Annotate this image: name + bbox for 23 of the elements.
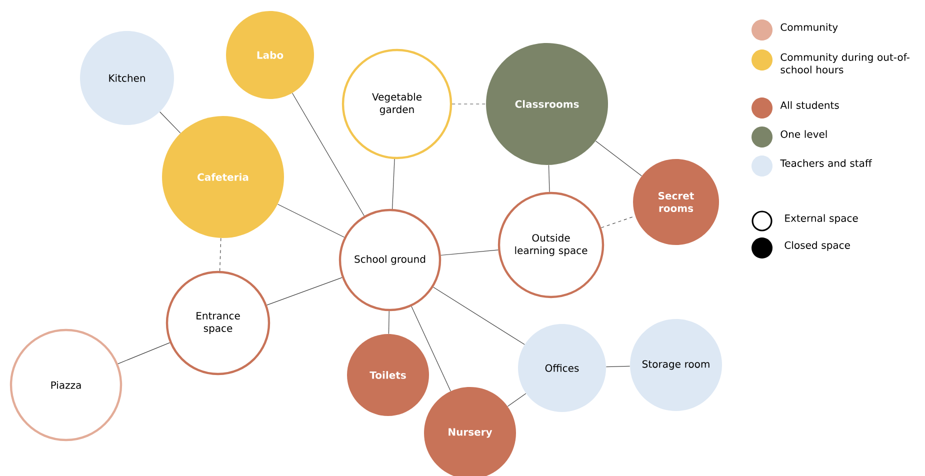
connector-line: [278, 204, 345, 238]
connector-line: [606, 366, 630, 368]
connector-line: [411, 306, 451, 392]
connector-line: [507, 393, 526, 407]
connector-line: [432, 286, 525, 345]
connector-line: [388, 310, 390, 334]
legend-label: Community during out-of-school hours: [780, 53, 910, 74]
connector-line: [118, 342, 170, 364]
legend-label: One level: [780, 130, 827, 138]
connector-line: [595, 140, 642, 176]
legend-label: Community: [780, 23, 838, 33]
connector-line: [548, 164, 550, 192]
legend-label: External space: [785, 214, 858, 224]
connector-line: [266, 277, 342, 306]
connector-line: [160, 112, 181, 134]
connector-line: [440, 250, 498, 256]
legend-label: All students: [780, 101, 839, 109]
connector-line: [600, 216, 636, 228]
connector-line: [219, 238, 222, 272]
legend-label: Teachers and staff: [780, 159, 872, 167]
connector-line: [292, 92, 364, 216]
connector-line: [392, 158, 395, 210]
legend-label: Closed space: [784, 241, 850, 251]
